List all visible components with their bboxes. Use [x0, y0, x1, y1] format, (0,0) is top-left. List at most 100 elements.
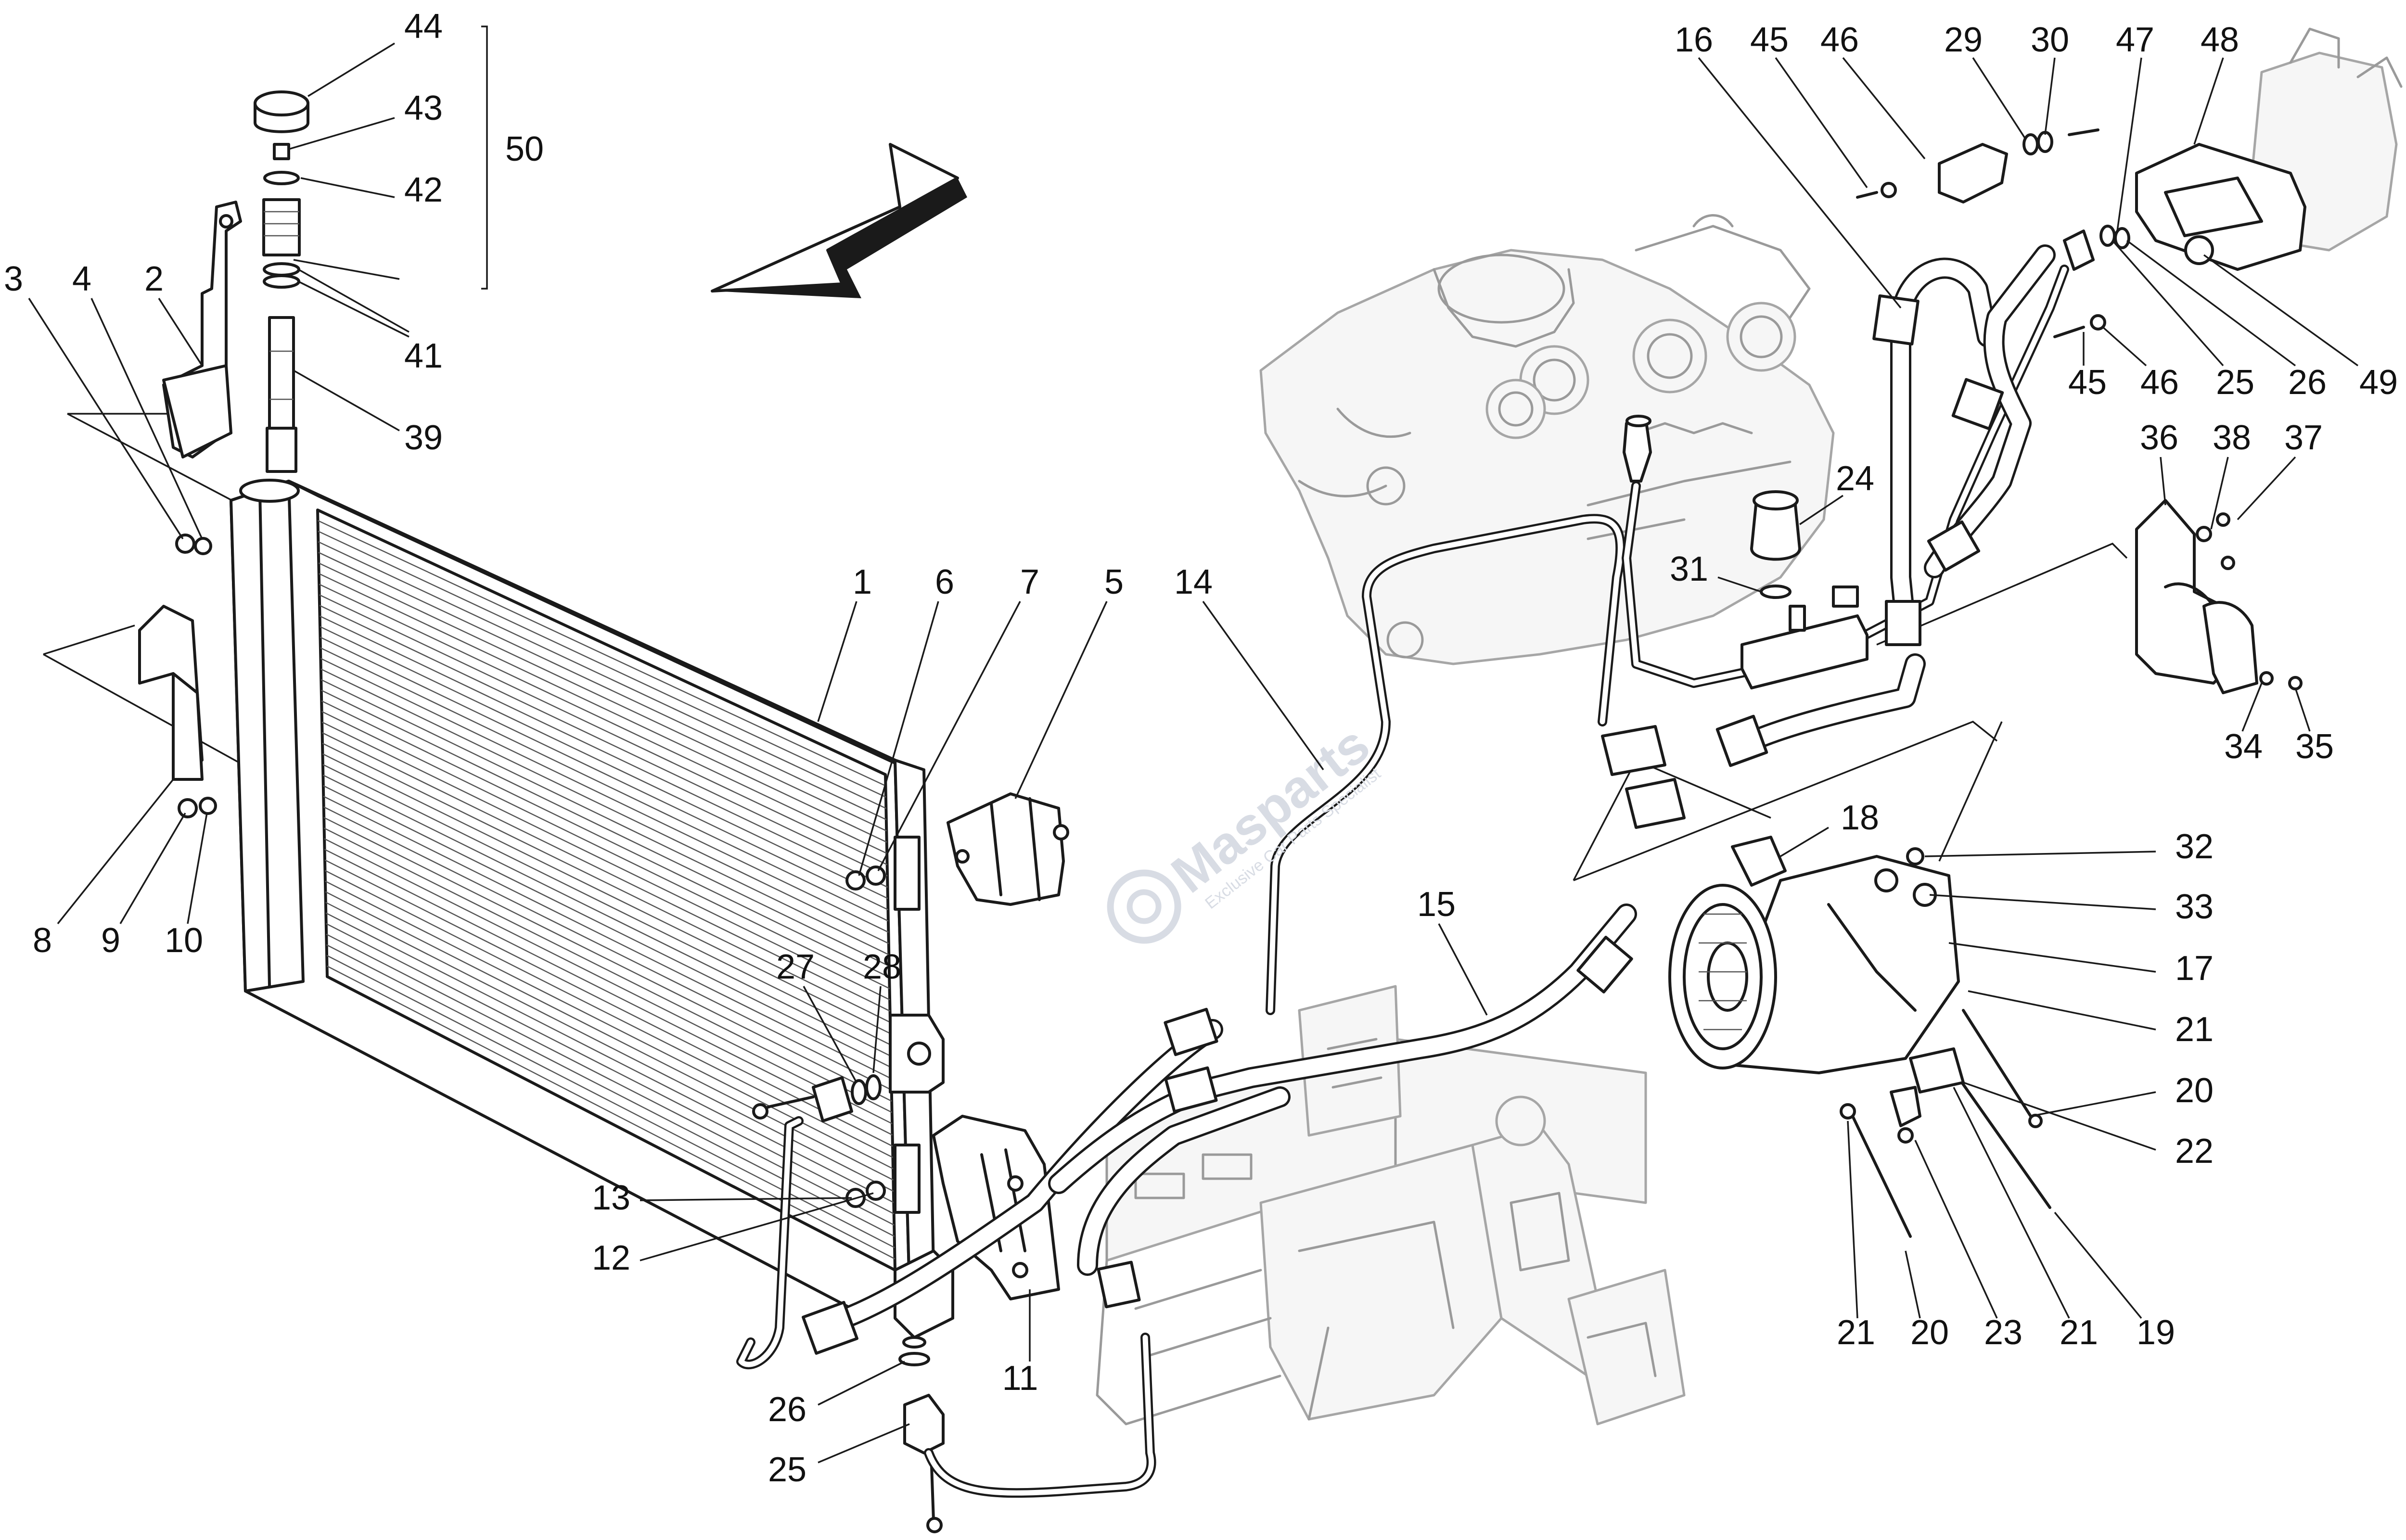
leader-line-c38a: [2210, 457, 2229, 530]
condenser-fin: [319, 584, 887, 854]
callout-c38a: 38: [2213, 419, 2251, 457]
callout-c20b: 20: [1910, 1313, 1949, 1352]
leader-line-c6a: [858, 601, 939, 876]
callout-c21b: 21: [1837, 1313, 1875, 1352]
leader-line-c25a: [818, 1423, 910, 1464]
condenser-fin: [319, 573, 887, 843]
leader-line-c25b: [2112, 240, 2224, 367]
callout-c19a: 19: [2137, 1313, 2175, 1352]
condenser-fin: [320, 647, 889, 922]
callout-c41a: 41: [404, 337, 443, 375]
condenser-fin: [322, 764, 891, 1045]
leader-line-c21a: [1968, 990, 2156, 1031]
leader-line-c31a: [1717, 576, 1762, 593]
leader-line-c39a: [293, 259, 400, 432]
condenser-fin: [320, 658, 889, 933]
callout-c12a: 12: [592, 1239, 630, 1277]
condenser-fin: [325, 912, 894, 1203]
callout-c5a: 5: [1104, 563, 1124, 601]
condenser-fin: [318, 562, 887, 832]
leader-line-c47a: [2116, 57, 2142, 231]
callout-c2a: 2: [144, 260, 164, 298]
condenser-fin: [326, 933, 895, 1226]
callout-c10a: 10: [165, 921, 203, 960]
callout-c46b: 46: [2140, 363, 2179, 402]
callout-c23a: 23: [1984, 1313, 2022, 1352]
condenser-fin: [318, 530, 886, 798]
callout-c3a: 3: [4, 260, 23, 298]
condenser: [230, 479, 935, 1310]
callout-c17a: 17: [2175, 949, 2214, 988]
leader-line-c37a: [2237, 456, 2296, 521]
leader-line-c14a: [1202, 600, 1324, 771]
condenser-fin: [323, 796, 892, 1080]
condenser-fin: [321, 721, 890, 1001]
condenser-fin: [320, 668, 889, 944]
condenser-fin: [318, 552, 887, 820]
condenser-fin: [325, 891, 894, 1181]
callout-c37a: 37: [2284, 419, 2323, 457]
condenser-fin: [319, 605, 888, 877]
callout-c36a: 36: [2140, 419, 2178, 457]
condenser-fin: [326, 923, 895, 1215]
leader-line-c7a: [877, 601, 1021, 871]
expansion-valve-and-evaporator: [1856, 27, 2403, 338]
callout-c50a: 50: [505, 130, 544, 168]
leader-line-c20a: [2030, 1091, 2156, 1117]
leader-line-c1a: [817, 601, 857, 722]
callout-c18a: 18: [1841, 799, 1879, 837]
condenser-fin: [324, 859, 893, 1147]
callout-c34a: 34: [2224, 727, 2263, 766]
watermark: Masparts Exclusive Car Parts Specialist: [1107, 714, 1384, 944]
callout-c9a: 9: [101, 921, 120, 960]
leader-line-c12a: [640, 1192, 874, 1261]
callout-c46a: 46: [1820, 21, 1859, 59]
callout-c26b: 26: [2288, 363, 2327, 402]
condenser-fin: [323, 806, 892, 1091]
callout-c27a: 27: [776, 948, 815, 986]
condenser-fin: [320, 615, 888, 888]
callout-c45a: 45: [1750, 21, 1789, 59]
condenser-fin: [320, 626, 888, 899]
callout-c20a: 20: [2175, 1071, 2214, 1110]
condenser-fin: [323, 785, 892, 1068]
leader-line-c42a: [300, 177, 395, 198]
callout-c25b: 25: [2216, 363, 2254, 402]
condenser-fin: [317, 520, 886, 787]
leader-line-c45a: [1775, 57, 1868, 189]
leader-line-c30a: [2044, 57, 2056, 135]
callout-c1a: 1: [853, 563, 872, 601]
leader-line-c46b: [2102, 326, 2147, 367]
callout-c39a: 39: [404, 419, 443, 457]
callout-c33a: 33: [2175, 888, 2214, 926]
callout-c45b: 45: [2068, 363, 2107, 402]
leader-line-c17a: [1948, 942, 2156, 973]
condenser-fin: [324, 849, 893, 1136]
callout-c35a: 35: [2295, 727, 2334, 766]
leader-line-c16a: [1698, 57, 1902, 309]
leader-line-c34a: [2241, 683, 2263, 732]
callout-c7a: 7: [1020, 563, 1039, 601]
leader-line-c43a: [288, 117, 395, 150]
callout-c44a: 44: [404, 7, 443, 46]
engine-block-ghost: [1259, 214, 1835, 665]
leader-line-c44a: [307, 42, 395, 97]
leader-line-c9a: [119, 813, 186, 924]
condenser-fin: [323, 817, 892, 1102]
callout-c42a: 42: [404, 171, 443, 209]
condenser-fin: [318, 541, 886, 809]
leader-line-c28a: [872, 986, 882, 1073]
leader-line-c29a: [1972, 57, 2027, 140]
callout-c24a: 24: [1836, 459, 1874, 498]
leader-line-c32a: [1924, 851, 2156, 857]
condenser-fin: [326, 965, 896, 1260]
callout-c49a: 49: [2359, 363, 2398, 402]
condenser-fin: [321, 732, 891, 1012]
leader-line-c35a: [2294, 687, 2311, 732]
callout-c11a: 11: [1002, 1359, 1038, 1398]
callout-c8a: 8: [33, 921, 52, 960]
callout-c22a: 22: [2175, 1132, 2214, 1171]
leader-line-c2a: [158, 298, 203, 366]
callout-c13a: 13: [592, 1179, 630, 1217]
callout-c25a: 25: [768, 1451, 806, 1489]
